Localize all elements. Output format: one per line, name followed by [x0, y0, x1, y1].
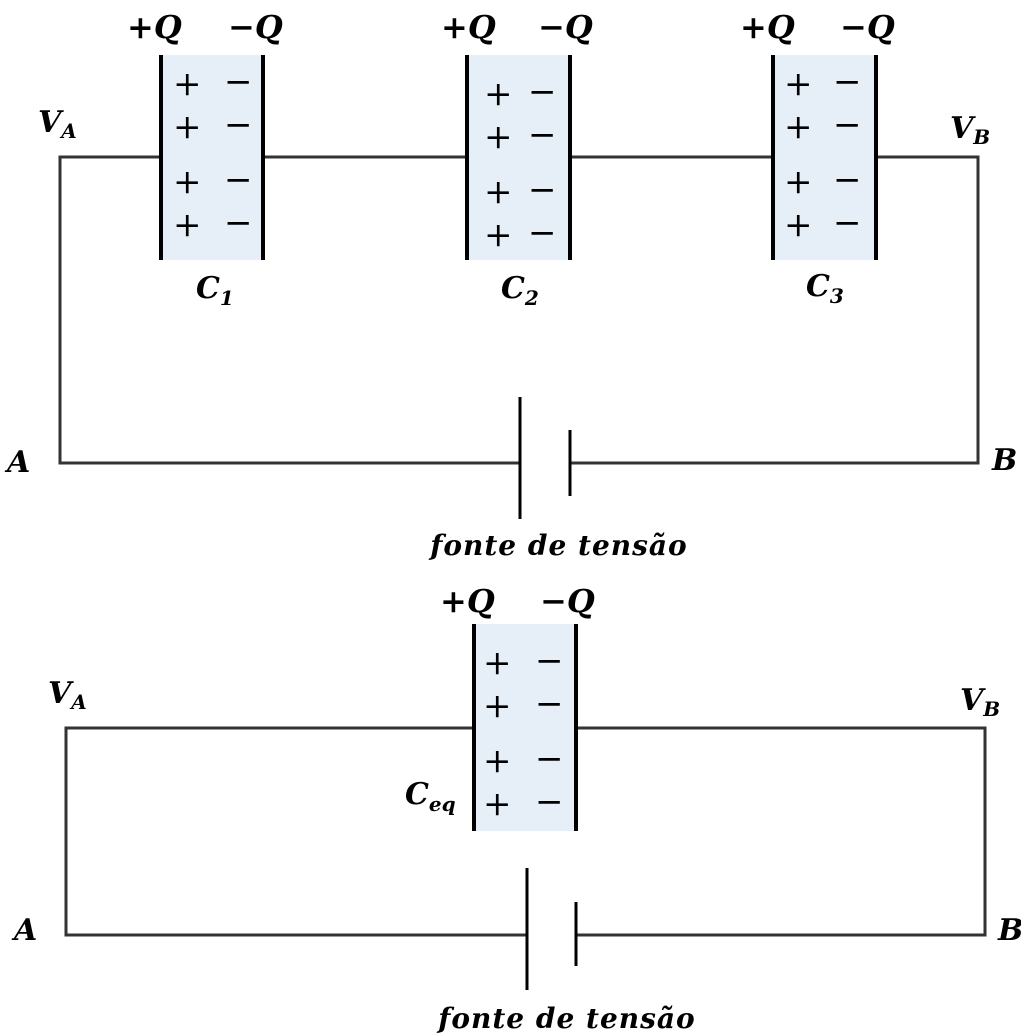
label-subscript: A: [59, 119, 77, 143]
capacitor-c2: + + + + − − − − +Q −Q C2: [441, 8, 593, 310]
label-subscript: 2: [524, 286, 539, 310]
label-subscript: B: [972, 125, 990, 149]
minus-q-label: −Q: [228, 8, 283, 46]
minus-q-label: −Q: [540, 582, 595, 620]
plus-charge: +: [173, 162, 202, 202]
dielectric: [476, 624, 575, 831]
capacitor-label-c2: C2: [501, 271, 539, 310]
bottom-circuit: + + + + − − − − +Q −Q Ceq VA VB A B font…: [11, 582, 1021, 1034]
potential-label-vb: VB: [950, 111, 990, 149]
node-label-a: A: [4, 445, 30, 480]
voltage-source: [525, 868, 578, 990]
plus-charge: +: [484, 215, 513, 255]
minus-charge: −: [528, 170, 557, 210]
minus-charge: −: [528, 213, 557, 253]
plus-charge: +: [483, 643, 512, 683]
voltage-source-label: fonte de tensão: [436, 1002, 695, 1034]
capacitor-label-ceq: Ceq: [405, 777, 456, 816]
capacitor-label-c1: C1: [196, 271, 234, 310]
potential-label-vb: VB: [960, 683, 1000, 721]
minus-charge: −: [833, 105, 862, 145]
plus-q-label: +Q: [440, 582, 495, 620]
label-subscript: eq: [429, 792, 456, 816]
voltage-source: [518, 397, 572, 519]
label-subscript: A: [69, 690, 87, 714]
dielectric: [775, 55, 874, 260]
capacitor-label-c3: C3: [806, 269, 844, 308]
top-circuit: + + + + − − − − +Q −Q C1 + + + + − − − −…: [4, 8, 1017, 562]
plus-charge: +: [173, 107, 202, 147]
plus-q-label: +Q: [740, 8, 795, 46]
node-label-b: B: [997, 913, 1021, 948]
top-wire-left: [58, 155, 520, 465]
minus-charge: −: [528, 72, 557, 112]
label-name: C: [501, 271, 525, 306]
plus-charge: +: [483, 741, 512, 781]
minus-charge: −: [224, 160, 253, 200]
minus-charge: −: [224, 203, 253, 243]
plus-charge: +: [173, 64, 202, 104]
plus-charge: +: [173, 205, 202, 245]
node-label-b: B: [991, 443, 1017, 478]
voltage-source-label: fonte de tensão: [428, 529, 687, 562]
label-name: C: [806, 269, 830, 304]
dielectric: [469, 55, 569, 260]
potential-label-va: VA: [38, 105, 77, 143]
top-wire-right: [570, 155, 980, 465]
potential-label-va: VA: [48, 676, 87, 714]
plus-charge: +: [483, 686, 512, 726]
bottom-wire-left: [64, 726, 527, 937]
plus-charge: +: [784, 107, 813, 147]
minus-charge: −: [833, 62, 862, 102]
label-name: V: [48, 676, 74, 711]
label-subscript: 3: [830, 284, 844, 308]
plus-charge: +: [483, 784, 512, 824]
plus-q-label: +Q: [127, 8, 182, 46]
capacitor-c3: + + + + − − − − +Q −Q C3: [740, 8, 895, 308]
plus-charge: +: [484, 117, 513, 157]
capacitor-ceq: + + + + − − − − +Q −Q Ceq: [405, 582, 595, 831]
bottom-wire-right: [576, 726, 987, 937]
minus-charge: −: [833, 160, 862, 200]
label-subscript: 1: [220, 286, 234, 310]
label-name: C: [196, 271, 220, 306]
capacitor-c1: + + + + − − − − +Q −Q C1: [127, 8, 283, 310]
plus-charge: +: [484, 172, 513, 212]
label-subscript: B: [982, 697, 1000, 721]
plus-q-label: +Q: [441, 8, 496, 46]
dielectric: [163, 55, 262, 260]
plus-charge: +: [784, 64, 813, 104]
minus-charge: −: [535, 739, 564, 779]
minus-q-label: −Q: [538, 8, 593, 46]
minus-charge: −: [528, 115, 557, 155]
minus-charge: −: [833, 203, 862, 243]
minus-q-label: −Q: [840, 8, 895, 46]
minus-charge: −: [224, 105, 253, 145]
minus-charge: −: [535, 641, 564, 681]
minus-charge: −: [535, 782, 564, 822]
label-name: V: [950, 111, 976, 146]
plus-charge: +: [784, 205, 813, 245]
minus-charge: −: [535, 684, 564, 724]
plus-charge: +: [484, 74, 513, 114]
label-name: V: [960, 683, 986, 718]
node-label-a: A: [11, 913, 37, 948]
label-name: V: [38, 105, 64, 140]
label-name: C: [405, 777, 429, 812]
minus-charge: −: [224, 62, 253, 102]
plus-charge: +: [784, 162, 813, 202]
